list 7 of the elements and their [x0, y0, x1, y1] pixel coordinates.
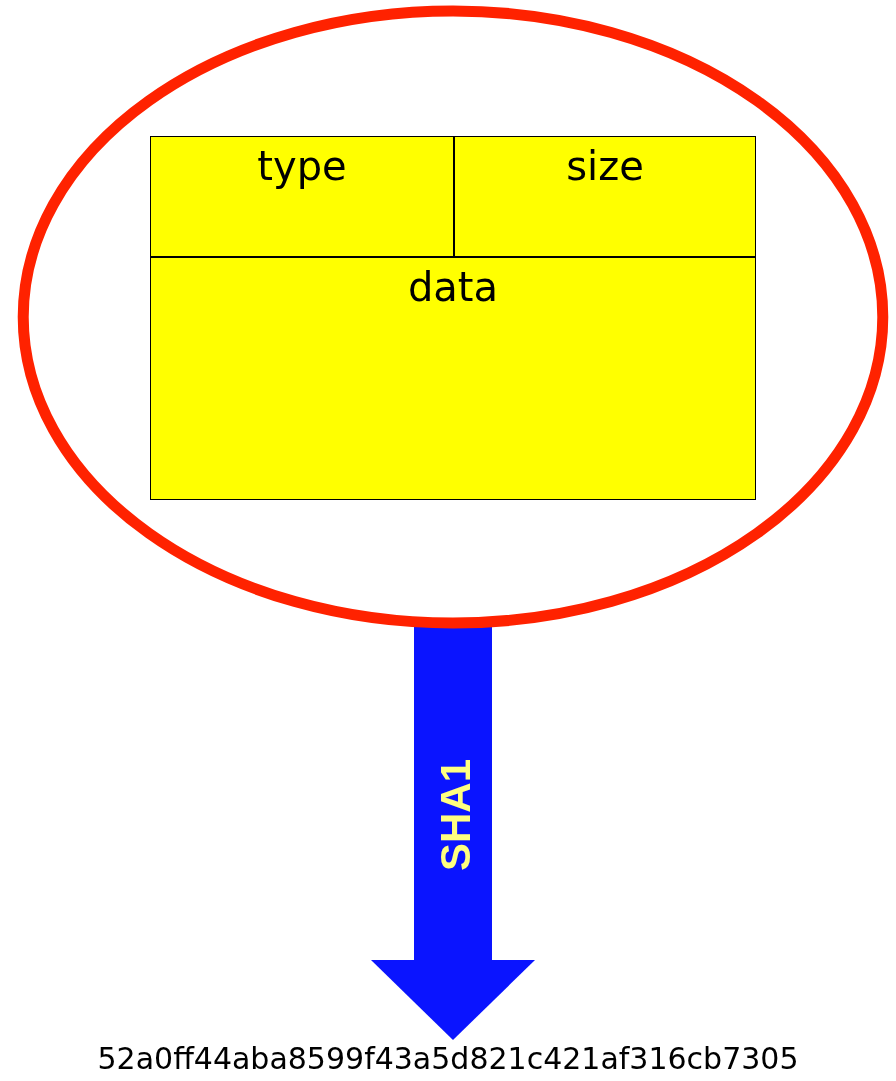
arrow [371, 624, 535, 1040]
field-box: data [150, 257, 756, 500]
edge-label: SHA1 [435, 759, 477, 871]
ellipse-outline [18, 6, 888, 628]
hash-text: 52a0ff44aba8599f43a5d821c421af316cb7305 [0, 1040, 896, 1080]
field-box: type [150, 136, 454, 257]
field-box: size [454, 136, 756, 257]
